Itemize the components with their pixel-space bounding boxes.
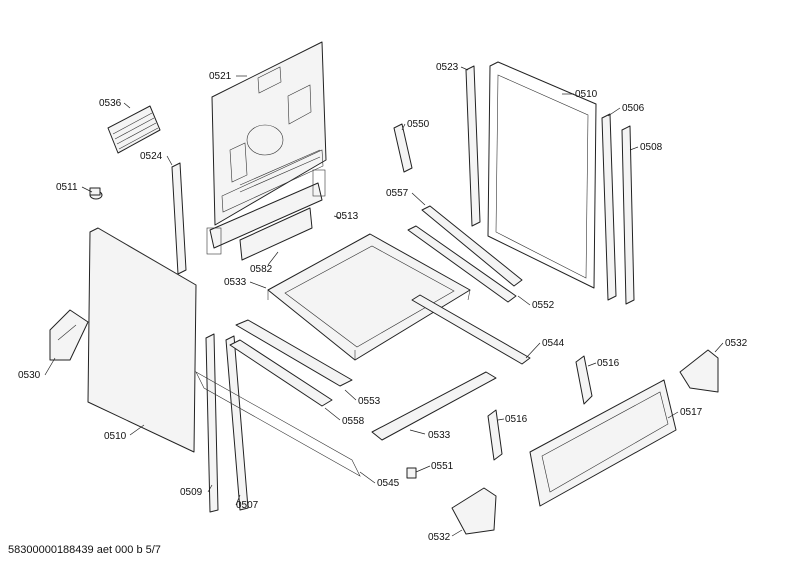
part-front-frame [195, 333, 361, 513]
callout-0552: 0552 [532, 300, 555, 311]
callout-0582: 0582 [250, 264, 273, 275]
callout-0530: 0530 [18, 370, 41, 381]
part-door-glass [529, 379, 677, 507]
callout-0550: 0550 [407, 119, 430, 130]
callout-0517: 0517 [680, 407, 703, 418]
callout-0558: 0558 [342, 416, 365, 427]
part-oven-cavity-tray [267, 233, 471, 361]
callout-0532-upper: 0532 [725, 338, 748, 349]
part-small-bracket [393, 123, 413, 173]
callout-0545: 0545 [377, 478, 400, 489]
callout-0509: 0509 [180, 487, 203, 498]
callout-0516-upper: 0516 [597, 358, 620, 369]
part-vertical-rails-right [601, 113, 635, 305]
callout-0508: 0508 [640, 142, 663, 153]
part-cross-rail-right [411, 294, 531, 365]
part-back-panel [211, 41, 327, 226]
part-hinge-lower [487, 409, 503, 461]
part-side-panel-left [87, 227, 197, 453]
part-fastener [406, 467, 417, 479]
part-runner-back [407, 205, 523, 303]
part-mounting-bracket-right-upper [679, 349, 719, 393]
part-mounting-bracket-right-lower [451, 487, 497, 535]
part-side-panel-right [487, 61, 597, 289]
callout-0516-lower: 0516 [505, 414, 528, 425]
callout-0523: 0523 [436, 62, 459, 73]
callout-0544: 0544 [542, 338, 565, 349]
part-vent-grille [107, 105, 161, 154]
callout-0524: 0524 [140, 151, 163, 162]
part-small-knob [89, 187, 103, 200]
callout-0510-left: 0510 [104, 431, 127, 442]
callout-0551: 0551 [431, 461, 454, 472]
part-runner-front [229, 319, 353, 407]
callout-labels: 0521 0536 0524 0511 0582 0533 0530 0510 … [18, 62, 748, 543]
part-hinge-upper [575, 355, 593, 405]
callout-0510-right: 0510 [575, 89, 598, 100]
callout-0521: 0521 [209, 71, 232, 82]
callout-0557: 0557 [386, 188, 409, 199]
part-rear-bracket-assembly [206, 169, 326, 261]
part-side-rail-right [465, 65, 481, 227]
part-cross-rail-lower [371, 371, 497, 441]
callout-0532-lower: 0532 [428, 532, 451, 543]
callout-0513: 0513 [336, 211, 359, 222]
callout-0553: 0553 [358, 396, 381, 407]
leader-lines [44, 66, 724, 537]
callout-0536: 0536 [99, 98, 122, 109]
part-mounting-bracket-left [49, 309, 89, 361]
part-side-rail-left [171, 162, 187, 275]
callout-0506: 0506 [622, 103, 645, 114]
callout-0533-lower: 0533 [428, 430, 451, 441]
callout-0533-upper: 0533 [224, 277, 247, 288]
callout-0507: 0507 [236, 500, 259, 511]
document-footer: 58300000188439 aet 000 b 5/7 [8, 544, 161, 556]
callout-0511: 0511 [56, 182, 78, 193]
